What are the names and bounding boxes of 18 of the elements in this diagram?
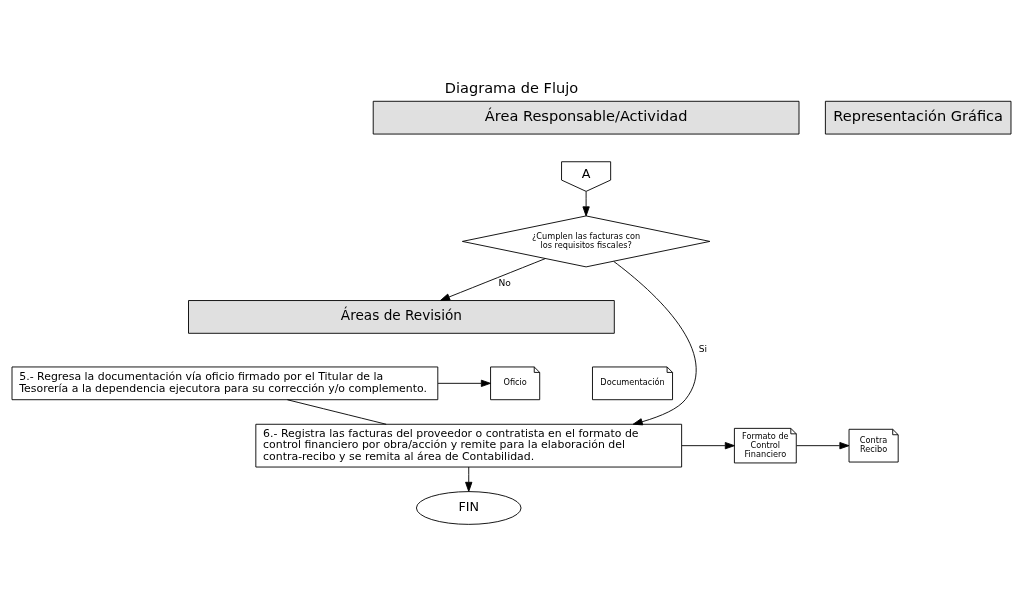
node-diamond: ¿Cumplen las facturas con los requisitos fiscales? [461,215,711,268]
arrow [796,442,850,450]
edge-label: Si [698,344,708,355]
node-box: Representación Gráfica [824,100,1012,135]
node-ellipse: FIN [415,491,522,525]
node-box: Área Responsable/Actividad [372,100,800,135]
node-box: 5.- Regresa la documentación vía oficio firmado por el Titular de la Tesorería a la dependencia ejecutora para su corrección y/o complemento. [11,366,439,401]
edge-label: No [498,277,511,288]
connector [286,399,387,425]
arrow [465,466,473,492]
node-box: Áreas de Revisión [188,300,615,334]
diagram-title: Diagrama de Flujo [444,78,579,96]
arrow [440,258,546,301]
node-box: 6.- Registra las facturas del proveedor o contratista en el formato de control financiero por obra/acción y remite para la elaboración del contra-recibo y se remita al área de Contabilidad. [255,423,683,468]
arrow [437,379,491,387]
arrow [613,261,697,426]
arrow [681,442,735,450]
arrow [582,191,590,217]
